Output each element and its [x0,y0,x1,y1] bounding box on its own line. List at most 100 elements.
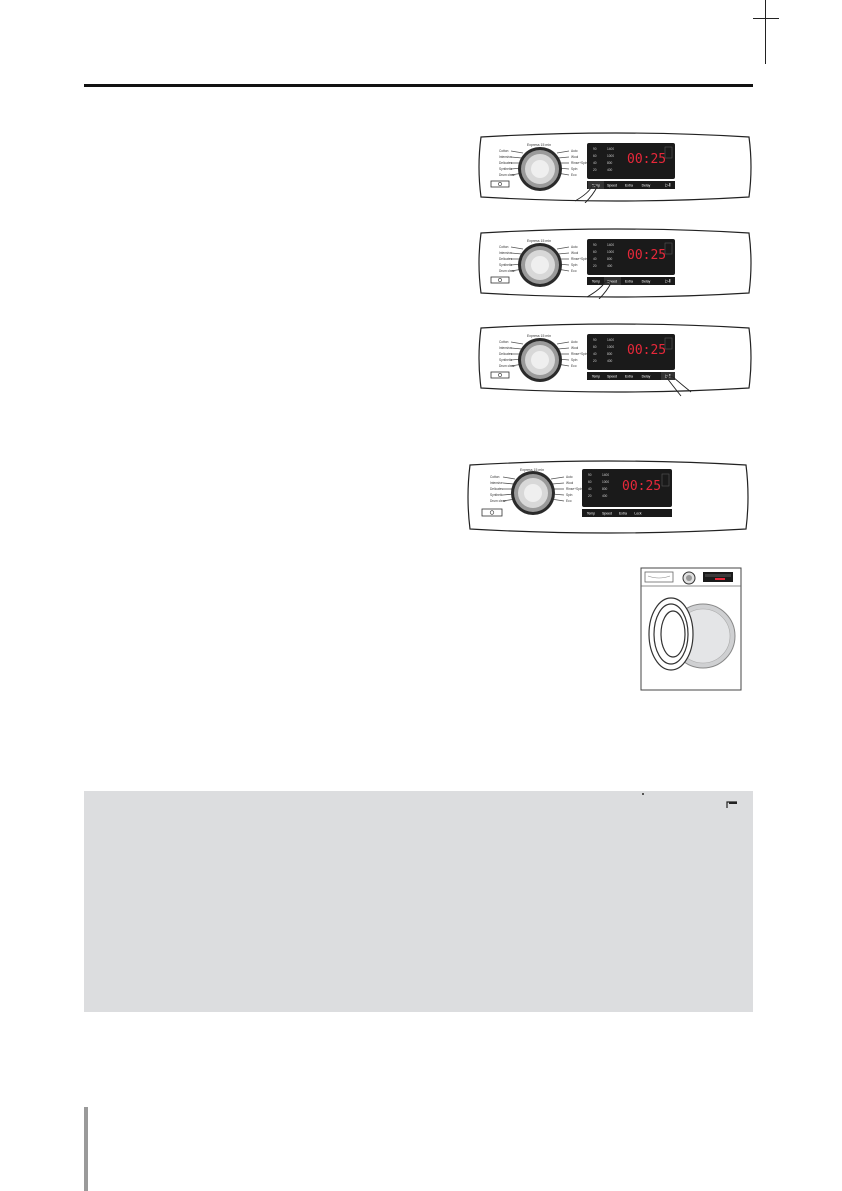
svg-text:1000: 1000 [607,250,614,254]
program-label: Intensive [490,481,503,485]
svg-text:800: 800 [607,352,613,356]
display-module: 90 60 40 20 1400 1000 800 400 00:25 [587,334,675,370]
program-header: Express 15 min [527,143,551,147]
crop-mark-vertical [765,0,766,64]
washing-machine-illustration [633,564,745,697]
svg-text:60: 60 [588,480,592,484]
left-program-list: Cotton Intensive Delicates Synthetic Dru… [499,149,516,177]
power-icon [498,278,502,282]
display-module: 90 60 40 20 1400 1000 800 400 00:25 [587,239,675,275]
svg-text:90: 90 [588,473,592,477]
program-label: Synthetic [499,167,513,171]
delay-button[interactable]: Delay [642,184,651,188]
temp-button[interactable]: Temp [592,280,600,284]
svg-text:1000: 1000 [607,154,614,158]
power-button[interactable] [490,371,510,379]
speed-button[interactable]: Speed [602,512,612,516]
speed-button-highlight [604,277,621,285]
svg-text:90: 90 [593,243,597,247]
extra-button[interactable]: Extra [625,184,633,188]
program-header: Express 15 min [520,468,544,472]
svg-text:1400: 1400 [602,473,609,477]
program-label: Wool [571,346,578,350]
delay-button[interactable]: Delay [642,375,651,379]
time-display: 00:25 [627,343,666,358]
program-dial[interactable] [511,471,555,515]
button-row: Temp Speed Extra Lock [582,509,672,517]
start-pause-button[interactable]: ▷‖ [665,279,670,284]
right-program-list: Auto Wool Rinse+Spin Spin Eco [566,475,583,503]
program-label: Synthetic [490,493,504,497]
program-label: Cotton [499,149,509,153]
program-label: Delicates [499,352,513,356]
program-dial[interactable] [518,147,562,191]
svg-text:1400: 1400 [607,338,614,342]
speed-button[interactable]: Speed [607,375,617,379]
svg-text:400: 400 [607,264,613,268]
finger-pointer [586,280,612,299]
control-panel-4: Express 15 min Cotton Intensive Delicate… [466,459,751,535]
power-icon [498,373,502,377]
svg-text:40: 40 [593,257,597,261]
power-button[interactable] [490,276,510,284]
program-label: Rinse+Spin [571,257,588,261]
power-icon [498,182,502,186]
svg-text:60: 60 [593,250,597,254]
start-pause-highlight [661,372,675,380]
right-program-list: Auto Wool Rinse+Spin Spin Eco [571,149,588,177]
program-label: Intensive [499,251,512,255]
button-row: Temp Speed Extra Delay ▷‖ [587,277,675,285]
power-icon [489,510,495,515]
svg-text:40: 40 [588,487,592,491]
program-label: Synthetic [499,263,513,267]
program-label: Auto [571,245,578,249]
program-label: Intensive [499,155,512,159]
delay-button[interactable]: Delay [642,280,651,284]
svg-text:1400: 1400 [607,147,614,151]
detergent-drawer [644,571,674,583]
page-side-bar [84,1107,88,1191]
program-label: Auto [571,340,578,344]
svg-text:90: 90 [593,147,597,151]
program-label: Eco [566,499,572,503]
program-label: Synthetic [499,358,513,362]
program-label: Drum clean [490,499,507,503]
program-dial[interactable] [518,338,562,382]
speed-button[interactable]: Speed [607,280,617,284]
power-button[interactable] [490,180,510,188]
note-mark [642,793,644,795]
temp-button[interactable]: Temp [587,512,595,516]
start-pause-button[interactable]: ▷‖ [665,183,670,188]
program-dial[interactable] [518,243,562,287]
extra-button[interactable]: Extra [619,512,627,516]
finger-pointer [666,375,692,397]
extra-button[interactable]: Extra [625,375,633,379]
program-label: Delicates [499,161,513,165]
program-label: Delicates [490,487,504,491]
program-label: Eco [571,269,577,273]
extra-button[interactable]: Extra [625,280,633,284]
temp-button[interactable] [588,181,604,189]
program-label: Spin [571,263,578,267]
lock-button[interactable]: Lock [634,512,641,516]
svg-text:800: 800 [602,487,608,491]
program-label: Auto [571,149,578,153]
svg-text:1400: 1400 [607,243,614,247]
speed-button[interactable]: Speed [607,184,617,188]
program-label: Wool [571,251,578,255]
time-display: 00:25 [627,152,666,167]
right-program-list: Auto Wool Rinse+Spin Spin Eco [571,245,588,273]
program-label: Eco [571,173,577,177]
svg-text:20: 20 [593,168,597,172]
temp-button[interactable]: Temp [592,375,600,379]
start-pause-button[interactable]: ▷‖ [665,374,670,379]
header-rule [84,84,753,87]
display-module: 90 60 40 20 1400 1000 800 400 00:25 [582,469,672,507]
program-label: Intensive [499,346,512,350]
program-label: Spin [571,358,578,362]
svg-text:40: 40 [593,352,597,356]
program-label: Drum clean [499,173,516,177]
svg-text:400: 400 [607,359,613,363]
svg-text:20: 20 [588,494,592,498]
power-button[interactable] [481,508,503,517]
